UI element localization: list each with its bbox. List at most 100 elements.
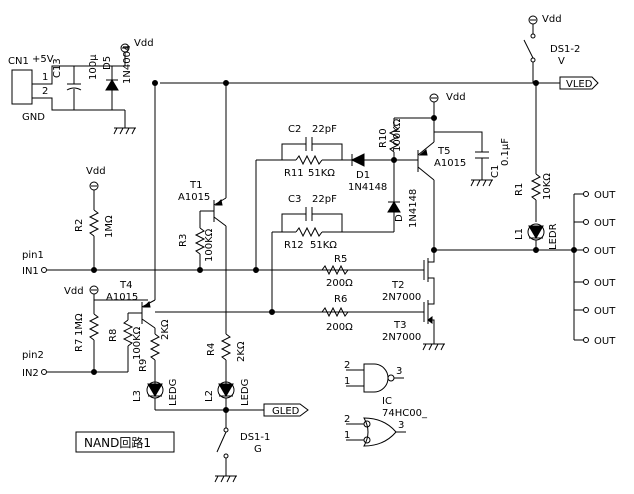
- gate-pin-3: 3: [396, 366, 402, 377]
- out-label: OUT: [594, 218, 616, 229]
- cn1-pin2-label: 2: [42, 86, 48, 97]
- t1-block: T1 A1015 R3 100KΩ R4 2KΩ L2 LEDG DS1-1 G: [178, 80, 270, 483]
- c1-value: 0.1μF: [500, 138, 511, 166]
- ds1-1-sub: G: [254, 444, 262, 455]
- pin1-label: pin1: [22, 250, 44, 261]
- wire: [434, 131, 483, 152]
- r4-value: 2KΩ: [236, 341, 247, 362]
- c13-label: C13: [52, 58, 63, 78]
- in1-terminal: [41, 267, 47, 273]
- resistor-r8: [122, 319, 134, 347]
- out-terminal: [583, 247, 589, 253]
- diode-d1: [350, 153, 365, 167]
- t5-block: Vdd R10 100KΩ T5 A1015 C1 0.1μF: [378, 92, 511, 253]
- r12-label: R12: [284, 240, 304, 251]
- gnd-label: GND: [22, 112, 45, 123]
- ds1-1-label: DS1-1: [240, 432, 270, 443]
- title-block: NAND回路1: [75, 431, 175, 453]
- out-terminal: [583, 191, 589, 197]
- t1-arrow: [214, 198, 223, 206]
- d2-label: D: [394, 214, 405, 222]
- ground-tick: [434, 343, 439, 351]
- or-gate-symbol: 2 1 3: [344, 414, 406, 447]
- resistor-r4: [220, 333, 232, 361]
- mosfet-block: T2 2N7000 T3 2N7000: [382, 250, 445, 351]
- t4-label: T4: [119, 280, 132, 291]
- wire: [428, 319, 435, 344]
- title-box: [75, 431, 175, 453]
- nand-bubble: [387, 374, 395, 382]
- ground-tick: [476, 179, 481, 187]
- c3-value: 22pF: [312, 194, 337, 205]
- gate-pin-1: 1: [344, 430, 350, 441]
- out-terminal: [583, 219, 589, 225]
- junction: [91, 369, 97, 375]
- diode-d2: [387, 201, 401, 213]
- c3-label: C3: [288, 194, 301, 205]
- resistor-r6: [321, 306, 349, 318]
- ground-tick: [119, 127, 124, 135]
- vdd-label: Vdd: [542, 14, 562, 25]
- t1-collector: [213, 216, 227, 227]
- gate-ic-label: IC: [382, 396, 392, 407]
- r7-label: R7: [74, 339, 85, 352]
- resistor-r7: [88, 313, 100, 341]
- switch-contact: [223, 453, 229, 459]
- r9-value: 2KΩ: [160, 319, 171, 340]
- r9-label: R9: [138, 359, 149, 372]
- t5-emitter: [417, 141, 435, 156]
- gate-pin-1: 1: [344, 376, 350, 387]
- gate-pin-2: 2: [344, 360, 350, 371]
- vled-port: [559, 76, 599, 90]
- in2-terminal: [41, 369, 47, 375]
- plus5v-label: +5V: [32, 54, 54, 65]
- c2-label: C2: [288, 124, 301, 135]
- out-label: OUT: [594, 306, 616, 317]
- r6-value: 200Ω: [326, 322, 353, 333]
- r1-label: R1: [514, 183, 525, 196]
- t5-arrow: [418, 149, 428, 156]
- in1-block: Vdd R2 1MΩ pin1 IN1 R5 200Ω: [22, 166, 424, 289]
- l1-label: L1: [514, 228, 525, 240]
- r10-label: R10: [378, 128, 389, 148]
- out-terminal: [583, 279, 589, 285]
- switch-contact: [530, 33, 536, 39]
- nand-gate-body: [363, 363, 389, 393]
- t3-value: 2N7000: [382, 332, 421, 343]
- gled-port-block: GLED: [155, 403, 309, 417]
- vdd-symbol: [120, 43, 130, 53]
- c13-value: 100μ: [88, 54, 99, 80]
- wire: [428, 277, 435, 294]
- t5-label: T5: [437, 146, 450, 157]
- ground-tick: [232, 475, 237, 483]
- r10-value: 100KΩ: [392, 118, 403, 152]
- resistor-r3: [194, 227, 206, 255]
- c1-label: C1: [490, 165, 501, 178]
- ground-tick: [488, 179, 493, 187]
- r3-label: R3: [178, 234, 189, 247]
- r1-value: 10KΩ: [542, 173, 553, 200]
- connector-cn1: [11, 69, 33, 105]
- junction: [223, 80, 229, 86]
- resistor-r1: [530, 173, 542, 201]
- ground-tick: [440, 343, 445, 351]
- wire: [428, 250, 435, 263]
- gate-pin-3: 3: [398, 420, 404, 431]
- t4-arrow: [142, 300, 151, 308]
- t5-collector: [417, 166, 435, 181]
- gate-part-label: 74HC00_: [382, 408, 428, 419]
- r3-value: 100KΩ: [204, 228, 215, 262]
- feedback-network: C2 22pF R11 51KΩ D1 1N4148 C3 22pF R12 5…: [255, 124, 419, 312]
- t4-value: A1015: [106, 292, 138, 303]
- diode-d5: [105, 79, 119, 91]
- resistor-r5: [321, 264, 349, 276]
- in1-label: IN1: [22, 266, 39, 277]
- r7-value: 1MΩ: [74, 313, 85, 336]
- vdd-label: Vdd: [446, 92, 466, 103]
- l2-label: L2: [204, 390, 215, 402]
- wire: [281, 143, 306, 160]
- wire: [312, 143, 343, 160]
- ds1-2-label: DS1-2: [550, 44, 580, 55]
- cap-plate-curved: [66, 87, 82, 91]
- junction: [533, 247, 539, 253]
